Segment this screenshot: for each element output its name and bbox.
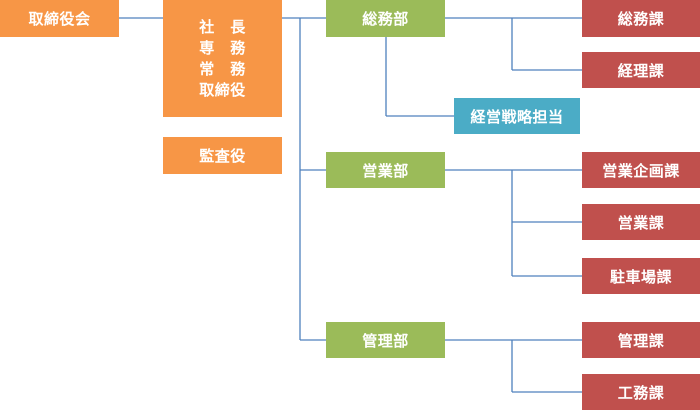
exec-line-md: 常 務 [199,59,246,78]
exec-line-president: 社 長 [199,17,246,36]
section-koumu: 工務課 [582,374,700,410]
board-box: 取締役会 [0,0,119,37]
auditor-label: 監査役 [199,147,246,165]
section-parking: 駐車場課 [582,258,700,294]
department-label: 営業部 [362,161,409,180]
department-label: 管理部 [362,331,409,350]
board-label: 取締役会 [28,10,91,28]
department-management: 管理部 [326,322,445,358]
department-sales: 営業部 [326,152,445,188]
section-label: 工務課 [617,383,665,402]
department-general-affairs: 総務部 [326,0,445,37]
section-eigyo: 営業課 [582,204,700,240]
department-label: 総務部 [362,10,409,28]
section-label: 経理課 [617,61,665,80]
section-label: 総務課 [617,10,665,28]
auditor-box: 監査役 [163,137,282,174]
section-kanri: 管理課 [582,322,700,358]
staff-strategy-box: 経営戦略担当 [454,98,580,134]
section-label: 営業企画課 [602,161,680,180]
section-label: 管理課 [617,331,665,350]
exec-line-director: 取締役 [199,80,246,99]
section-label: 駐車場課 [609,267,672,286]
staff-label: 経営戦略担当 [470,107,564,126]
exec-line-senior-md: 専 務 [199,38,246,57]
section-label: 営業課 [617,213,665,232]
section-keiri: 経理課 [582,52,700,88]
section-soumu: 総務課 [582,0,700,37]
executive-box: 社 長 専 務 常 務 取締役 [163,0,282,117]
section-eigyo-kikaku: 営業企画課 [582,152,700,188]
